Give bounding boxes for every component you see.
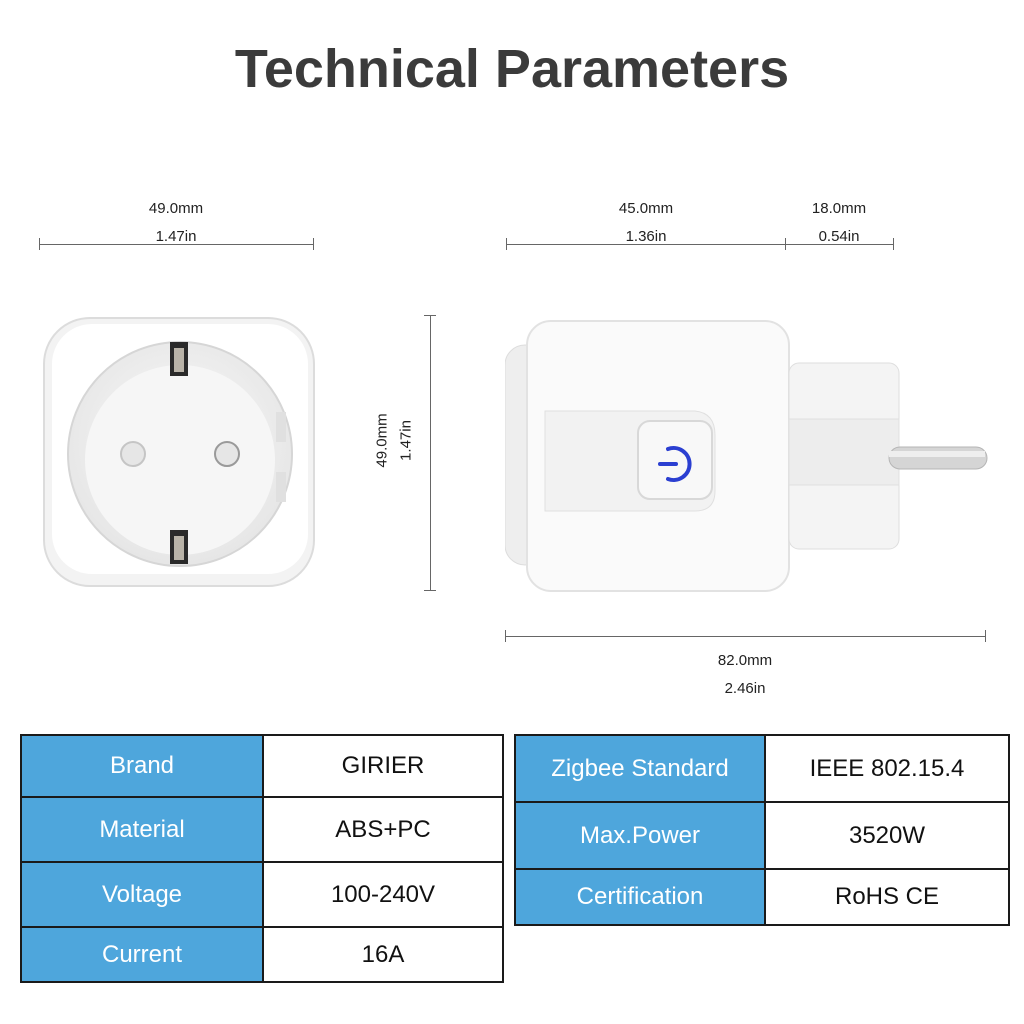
- table-row: Zigbee Standard IEEE 802.15.4: [514, 734, 1010, 803]
- spec-value: 3520W: [764, 801, 1010, 870]
- side-width-line: [506, 244, 893, 245]
- side-view-image: [505, 320, 988, 592]
- spec-table-right: Zigbee Standard IEEE 802.15.4 Max.Power …: [514, 734, 1010, 926]
- spec-key: Material: [20, 796, 264, 863]
- side-body-width-in: 1.36in: [625, 228, 667, 245]
- table-row: Material ABS+PC: [20, 796, 504, 863]
- front-width-line: [39, 244, 313, 245]
- side-plug-width-in: 0.54in: [818, 228, 860, 245]
- tick: [424, 590, 436, 591]
- spec-value: 100-240V: [262, 861, 504, 928]
- table-row: Voltage 100-240V: [20, 861, 504, 928]
- table-row: Current 16A: [20, 926, 504, 983]
- spec-key: Brand: [20, 734, 264, 798]
- spec-table-left: Brand GIRIER Material ABS+PC Voltage 100…: [20, 734, 504, 983]
- side-body-width-mm: 45.0mm: [618, 200, 674, 217]
- tick: [785, 238, 786, 250]
- table-row: Certification RoHS CE: [514, 868, 1010, 926]
- tick: [39, 238, 40, 250]
- spec-key: Current: [20, 926, 264, 983]
- total-length-in: 2.46in: [724, 680, 766, 697]
- total-length-line: [505, 636, 986, 637]
- spec-value: ABS+PC: [262, 796, 504, 863]
- front-width-mm: 49.0mm: [148, 200, 204, 217]
- tick: [893, 238, 894, 250]
- spec-key: Zigbee Standard: [514, 734, 766, 803]
- side-plug-width-mm: 18.0mm: [811, 200, 867, 217]
- height-in: 1.47in: [397, 420, 415, 461]
- front-view-image: [43, 317, 315, 587]
- height-line: [430, 315, 431, 590]
- tick: [506, 238, 507, 250]
- spec-key: Voltage: [20, 861, 264, 928]
- table-row: Brand GIRIER: [20, 734, 504, 798]
- power-icon: [658, 446, 692, 482]
- tick: [985, 630, 986, 642]
- height-mm: 49.0mm: [373, 413, 391, 468]
- spec-key: Max.Power: [514, 801, 766, 870]
- table-row: Max.Power 3520W: [514, 801, 1010, 870]
- page-title: Technical Parameters: [234, 39, 790, 99]
- tick: [424, 315, 436, 316]
- spec-value: RoHS CE: [764, 868, 1010, 926]
- spec-value: 16A: [262, 926, 504, 983]
- tick: [505, 630, 506, 642]
- total-length-mm: 82.0mm: [717, 652, 773, 669]
- tick: [313, 238, 314, 250]
- spec-value: IEEE 802.15.4: [764, 734, 1010, 803]
- spec-key: Certification: [514, 868, 766, 926]
- spec-value: GIRIER: [262, 734, 504, 798]
- front-width-in: 1.47in: [155, 228, 197, 245]
